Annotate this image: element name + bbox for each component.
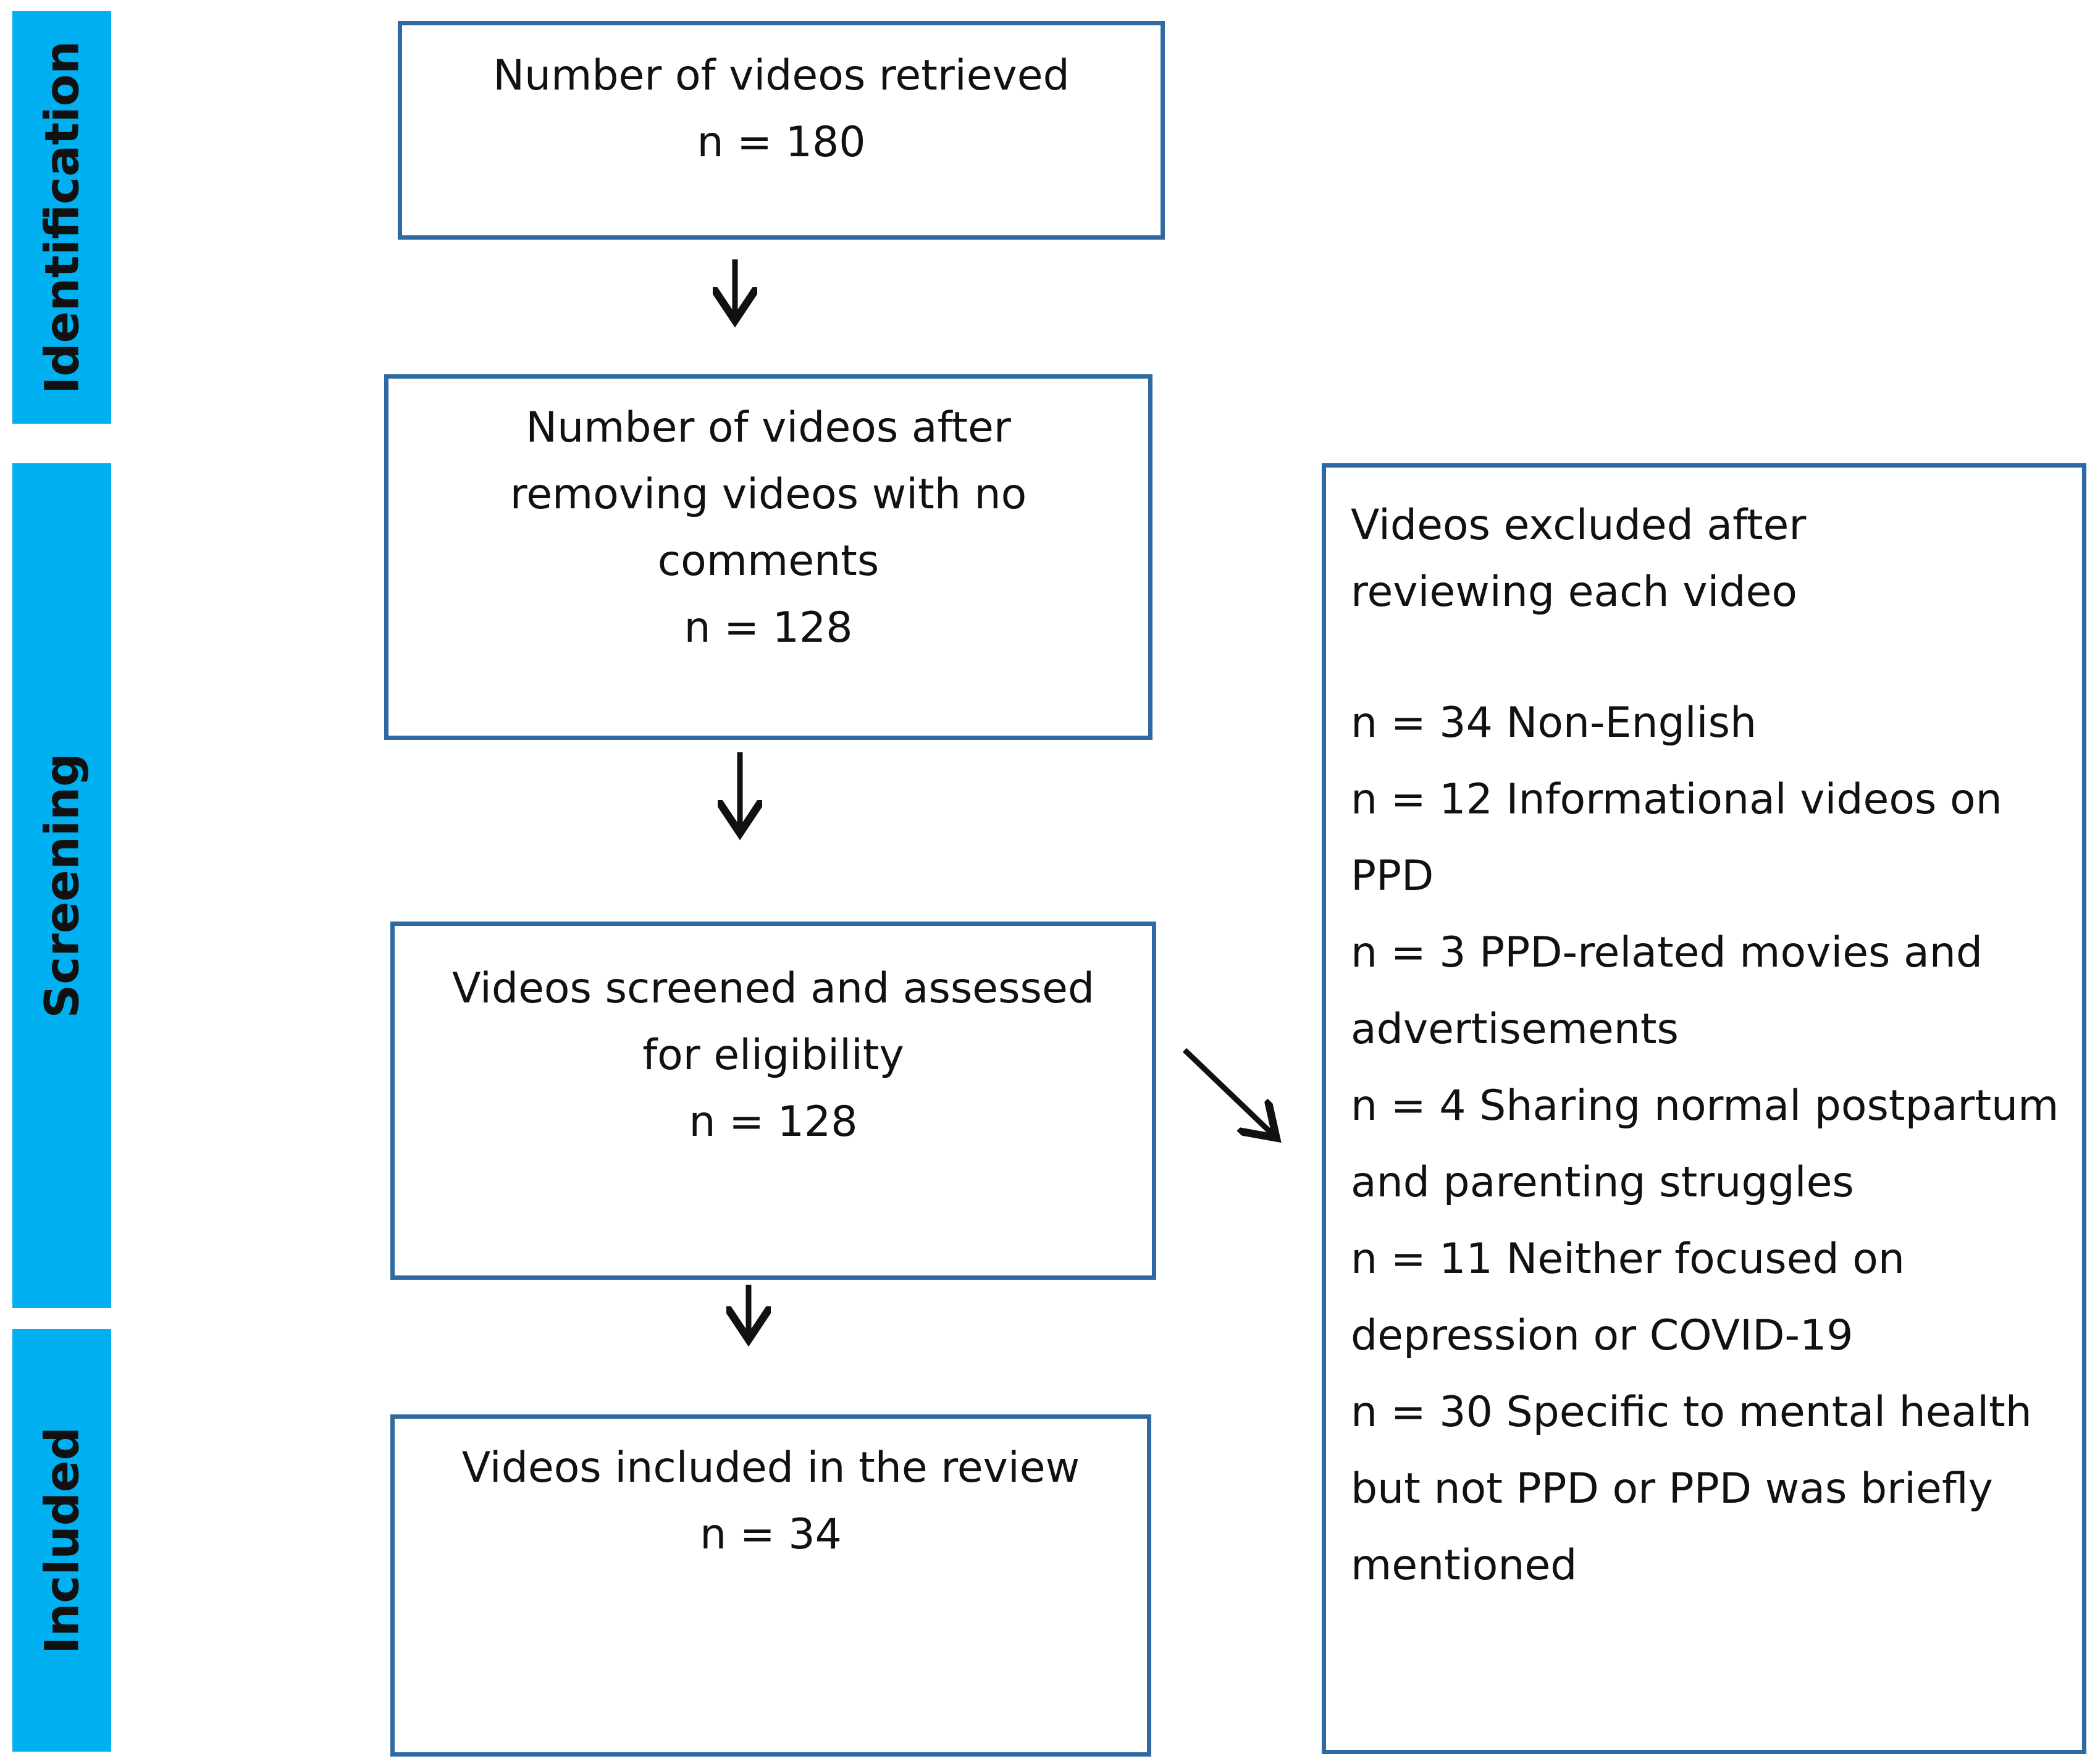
stage-bar-identification: Identification xyxy=(12,11,111,424)
box-videos-after-removing: Number of videos after removing videos w… xyxy=(384,374,1152,740)
box-count: n = 180 xyxy=(697,118,866,167)
stage-bar-screening: Screening xyxy=(12,463,111,1308)
box-text-line: for eligibility xyxy=(642,1031,904,1080)
stage-bar-included: Included xyxy=(12,1329,111,1752)
box-videos-retrieved: Number of videos retrieved n = 180 xyxy=(398,21,1165,240)
box-count: n = 128 xyxy=(684,603,853,652)
box-count: n = 128 xyxy=(689,1098,858,1146)
box-text-line: Number of videos retrieved xyxy=(493,51,1070,100)
box-text-line: Videos included in the review xyxy=(461,1443,1080,1492)
box-videos-screened: Videos screened and assessed for eligibi… xyxy=(390,922,1156,1280)
box-text-line: Videos screened and assessed xyxy=(452,964,1094,1013)
box-text-line: Number of videos after xyxy=(526,403,1011,452)
exclusion-reason: n = 3 PPD-related movies and advertiseme… xyxy=(1351,928,1983,1054)
box-videos-included: Videos included in the review n = 34 xyxy=(390,1414,1151,1757)
exclusion-reason: n = 12 Informational videos on PPD xyxy=(1351,775,2002,901)
box-videos-excluded: Videos excluded after reviewing each vid… xyxy=(1322,463,2086,1754)
box-text-line: removing videos with no xyxy=(510,470,1027,519)
excluded-title-line: Videos excluded after xyxy=(1351,501,1807,550)
exclusion-reason: n = 11 Neither focused on depression or … xyxy=(1351,1235,1905,1360)
box-text-line: comments xyxy=(657,537,880,586)
exclusion-reason: n = 30 Specific to mental health but not… xyxy=(1351,1388,2032,1590)
excluded-title-line: reviewing each video xyxy=(1351,568,1797,616)
arrow-to-excluded xyxy=(1182,1048,1272,1134)
box-count: n = 34 xyxy=(700,1510,842,1559)
exclusion-reason: n = 34 Non-English xyxy=(1351,699,1757,747)
exclusion-reason: n = 4 Sharing normal postpartum and pare… xyxy=(1351,1082,2059,1207)
